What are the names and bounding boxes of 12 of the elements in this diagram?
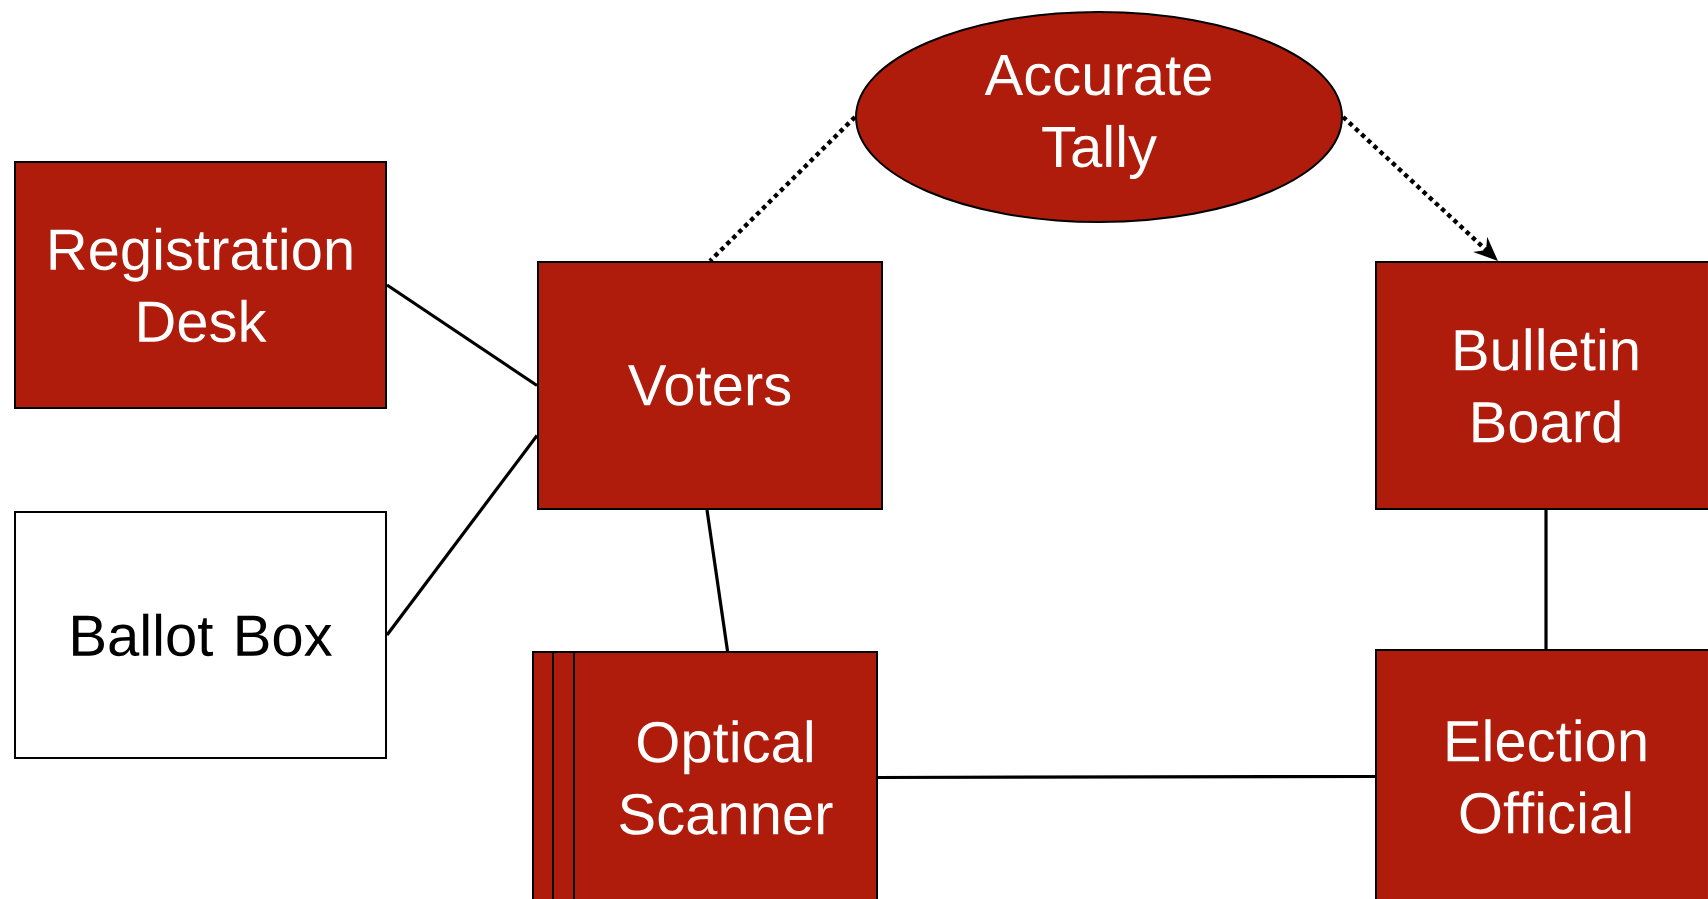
- process-box: Election Official: [1375, 649, 1708, 899]
- process-box: Ballot Box: [14, 511, 387, 759]
- process-box: Voters: [537, 261, 883, 510]
- connector: [708, 115, 857, 263]
- connector: [385, 434, 539, 636]
- connector: [386, 283, 538, 387]
- stacked-box: Optical Scanner: [532, 651, 878, 899]
- process-box: Bulletin Board: [1375, 261, 1708, 510]
- connector: [705, 509, 730, 652]
- connector: [1544, 510, 1548, 649]
- process-box: Registration Desk: [14, 161, 387, 409]
- connector: [878, 774, 1375, 780]
